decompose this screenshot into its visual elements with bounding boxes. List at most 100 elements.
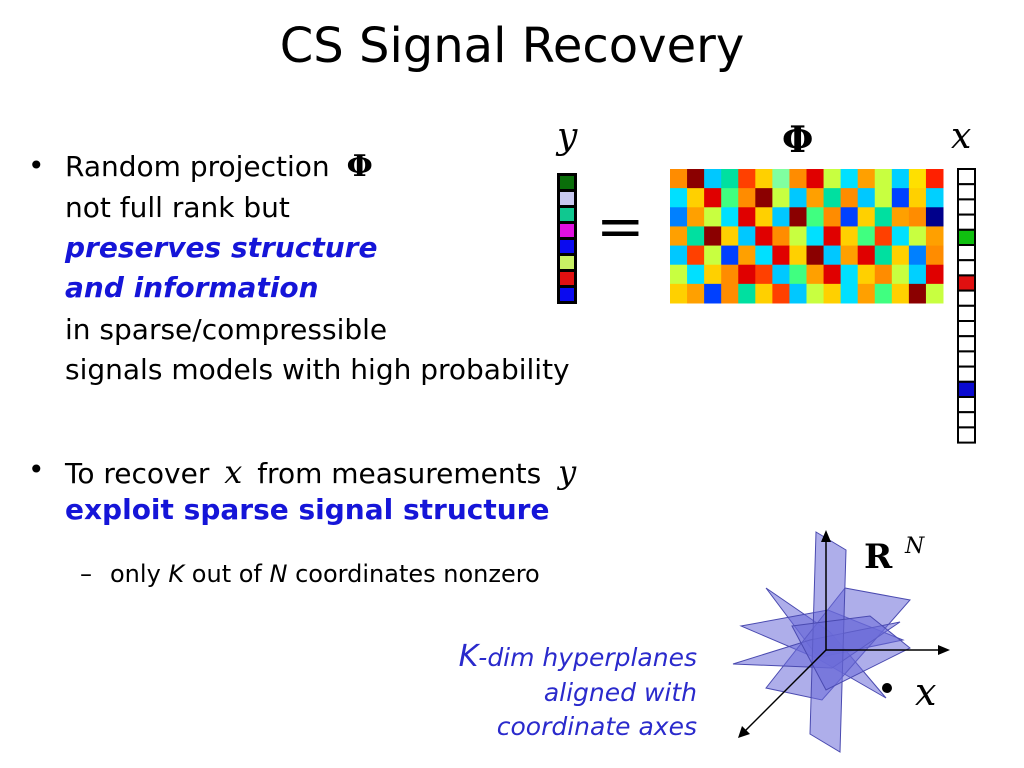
x-vector-cell [957,396,976,414]
matrix-cell [704,283,722,304]
y-vector-cell [560,288,574,301]
matrix-cell [823,188,842,208]
matrix-cell [925,245,944,266]
matrix-cell [823,169,842,189]
matrix-cell [789,169,807,189]
matrix-cell [670,245,688,266]
matrix-cell [704,245,722,266]
matrix-cell [772,226,790,247]
matrix-cell [772,169,790,189]
matrix-cell [806,226,825,247]
matrix-cell [840,207,859,227]
sub-text-b: out of [191,560,262,588]
y-vector-frame [557,173,577,304]
matrix-cell [908,245,927,266]
x-vector-cell [957,289,976,307]
bullet2-line1: To recover x from measurements y [65,456,576,488]
matrix-cell [891,226,910,247]
x-vector-cell [957,320,976,338]
matrix-cell [823,264,842,285]
matrix-cell [755,264,773,285]
matrix-cell [857,207,876,227]
matrix-cell [704,207,722,227]
matrix-cell [687,188,705,208]
matrix-cell [687,264,705,285]
matrix-cell [755,283,773,304]
matrix-cell [772,245,790,266]
matrix-cell [704,169,722,189]
bullet1-line6: signals models with high probability [65,353,570,386]
x-vector-cell [957,244,976,262]
x-vector-cell [957,350,976,368]
slide-title: CS Signal Recovery [279,18,745,74]
matrix-cell [857,264,876,285]
matrix-cell [738,226,756,247]
matrix-cell [925,188,944,208]
y-vector-cell [560,272,574,285]
matrix-cell [772,188,790,208]
matrix-cell [857,283,876,304]
y-vector-cell [560,176,574,189]
matrix-cell [857,226,876,247]
matrix-cell [925,226,944,247]
sub-k: K [168,560,185,588]
caption-l1: -dim hyperplanes [478,643,697,672]
matrix-cell [840,245,859,266]
matrix-cell [789,283,807,304]
matrix-cell [738,264,756,285]
matrix-cell [806,245,825,266]
matrix-cell [908,169,927,189]
bullet1-emphasis-1: preserves structure [65,231,378,264]
matrix-cell [755,207,773,227]
matrix-cell [687,207,705,227]
matrix-cell [874,188,893,208]
matrix-cell [840,226,859,247]
caption-line2: aligned with [543,678,697,707]
matrix-cell [670,188,688,208]
matrix-cell [721,169,739,189]
matrix-cell [823,226,842,247]
matrix-cell [823,283,842,304]
matrix-cell [908,283,927,304]
x-vector-cell [957,335,976,353]
matrix-cell [874,283,893,304]
matrix-cell [891,264,910,285]
x-vector-cell [957,380,976,398]
phi-symbol: Φ [346,149,373,184]
x-vector-cell [957,183,976,201]
matrix-cell [755,245,773,266]
y-vector-cell [560,208,574,221]
matrix-cell [823,207,842,227]
matrix-cell [721,283,739,304]
matrix-cell [772,264,790,285]
sub-text-a: only [110,560,161,588]
y-vector-cell [560,192,574,205]
x-vector-cell [957,274,976,292]
matrix-cell [755,226,773,247]
x-vector-cell [957,213,976,231]
matrix-cell [670,226,688,247]
y-vector-label: y [555,116,578,157]
matrix-cell [840,169,859,189]
bullet1-line5: in sparse/compressible [65,313,388,346]
matrix-cell [721,245,739,266]
caption-k: K [458,639,479,674]
matrix-cell [840,264,859,285]
matrix-cell [772,207,790,227]
matrix-cell [806,207,825,227]
sub-n: N [269,560,288,588]
matrix-cell [806,169,825,189]
axis-arrow [738,726,750,738]
matrix-cell [687,245,705,266]
phi-matrix-label: Φ [782,119,813,161]
matrix-cell [789,207,807,227]
matrix-cell [891,188,910,208]
bullet2-emphasis: exploit sparse signal structure [65,493,550,526]
sub-bullet: only K out of N coordinates nonzero [110,562,540,586]
matrix-cell [925,207,944,227]
matrix-cell [857,245,876,266]
matrix-cell [738,169,756,189]
y-vector-cell [560,240,574,253]
matrix-cell [789,264,807,285]
